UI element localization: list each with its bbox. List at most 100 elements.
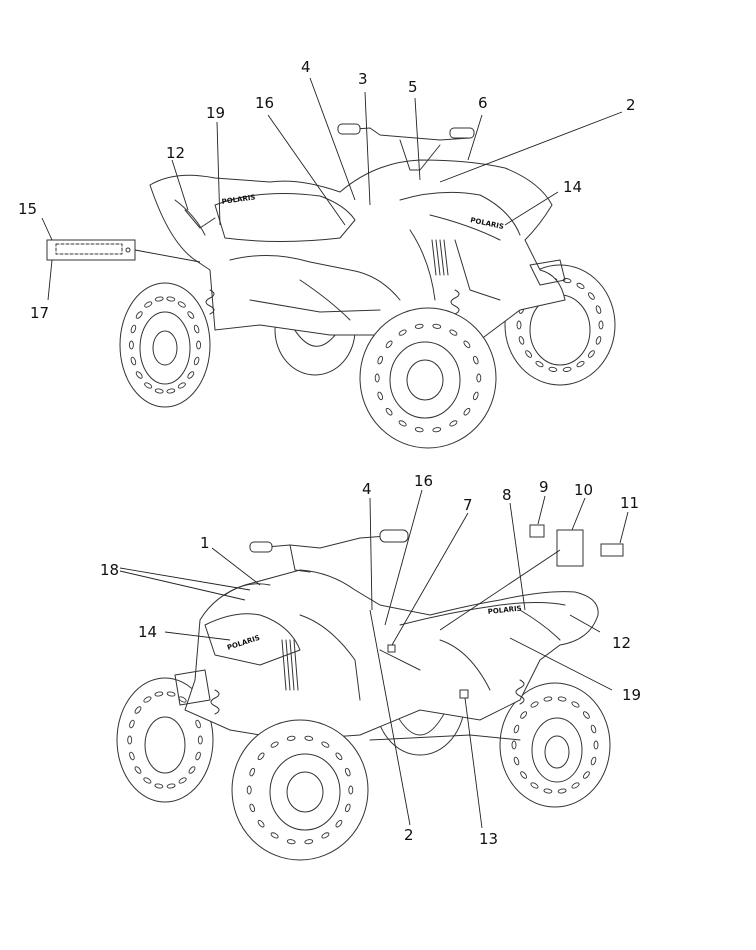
tire-tread-mark [135, 371, 143, 379]
engine-fins [431, 239, 449, 276]
callout-13-bottom: 13 [479, 830, 498, 848]
tire-tread-mark [598, 320, 604, 330]
tire-tread-mark [129, 751, 135, 761]
tire-tread-mark [398, 420, 407, 427]
atv-top-view: POLARIS POLARIS [46, 123, 616, 449]
callout-12-bottom: 12 [612, 634, 631, 652]
rear-left-wheel [119, 282, 211, 408]
callout-14-bottom: 14 [138, 623, 157, 641]
tire-tread-mark [134, 706, 142, 714]
tire-tread-mark [195, 719, 201, 729]
decal-plate-15 [46, 239, 201, 263]
callout-4-top: 4 [301, 58, 311, 76]
tire-tread-mark [154, 388, 164, 394]
tire-tread-mark [414, 427, 424, 433]
tire-tread-mark [571, 782, 580, 789]
tire-tread-mark [246, 785, 252, 795]
callout-16-bottom: 16 [414, 472, 433, 490]
leader-lines [119, 77, 629, 829]
tire-tread-mark [562, 366, 572, 372]
tire-tread-mark [590, 756, 597, 766]
tire-tread-mark [143, 777, 152, 784]
tire-tread-mark [197, 735, 203, 745]
callout-16-top: 16 [255, 94, 274, 112]
callout-5-top: 5 [408, 78, 418, 96]
tire-tread-mark [286, 735, 296, 741]
callout-19-bottom: 19 [622, 686, 641, 704]
rear-wheel-right [499, 682, 611, 808]
tire-tread-mark [134, 766, 142, 774]
callout-2-bottom: 2 [404, 826, 414, 844]
tire-tread-mark [463, 340, 471, 349]
tire-tread-mark [543, 696, 553, 702]
tire-tread-mark [144, 382, 153, 389]
tire-tread-mark [511, 740, 517, 750]
callout-12-top: 12 [166, 144, 185, 162]
tire-tread-mark [154, 296, 164, 302]
tire-tread-mark [377, 391, 383, 401]
decal-part-9 [529, 524, 545, 538]
tire-tread-mark [187, 371, 195, 379]
tire-tread-mark [195, 751, 201, 761]
tire-tread-mark [193, 356, 200, 366]
tire-tread-mark [166, 691, 176, 697]
decal-part-10 [556, 529, 584, 567]
tire-tread-mark [576, 361, 585, 368]
tire-tread-mark [513, 724, 520, 734]
tire-tread-mark [286, 839, 296, 845]
tire-tread-mark [571, 701, 580, 708]
callouts-bottom: 1 2 4 7 8 9 10 11 12 13 14 16 18 19 [100, 472, 641, 848]
tire-tread-mark [557, 788, 567, 794]
tire-tread-mark [513, 756, 520, 766]
tire-tread-mark [582, 711, 590, 719]
tire-tread-mark [196, 340, 202, 350]
tire-tread-mark [463, 407, 471, 416]
tire-tread-mark [516, 320, 522, 330]
tire-tread-mark [530, 701, 539, 708]
tire-tread-mark [535, 361, 544, 368]
engine-fins-bottom [281, 639, 299, 691]
tire-tread-mark [178, 777, 187, 784]
tire-tread-mark [143, 696, 152, 703]
tire-tread-mark [187, 311, 195, 319]
tire-tread-mark [321, 832, 330, 839]
callout-19-top: 19 [206, 104, 225, 122]
tire-tread-mark [525, 350, 533, 358]
tire-tread-mark [154, 783, 164, 789]
tire-tread-mark [321, 741, 330, 748]
callout-18-bottom: 18 [100, 561, 119, 579]
tire-tread-mark [595, 336, 602, 345]
tire-tread-mark [548, 366, 558, 372]
tire-tread-mark [130, 356, 137, 366]
polaris-logo-rear-bottom: POLARIS [487, 604, 522, 616]
decal-13-on-body [459, 689, 469, 699]
tire-tread-mark [543, 788, 553, 794]
tire-tread-mark [257, 819, 265, 828]
tire-tread-mark [587, 350, 595, 358]
tire-tread-mark [557, 696, 567, 702]
callout-4-bottom: 4 [362, 480, 372, 498]
tire-tread-mark [304, 839, 314, 845]
tire-tread-mark [130, 324, 137, 334]
tire-tread-mark [432, 323, 442, 329]
decal-part-11 [600, 543, 624, 557]
tire-tread-mark [518, 336, 525, 345]
tire-tread-mark [348, 785, 354, 795]
tire-tread-mark [154, 691, 164, 697]
front-wheel-left [231, 719, 369, 861]
callout-15-top: 15 [18, 200, 37, 218]
tire-tread-mark [188, 766, 196, 774]
tire-tread-mark [345, 767, 351, 777]
tire-tread-mark [177, 382, 186, 389]
tire-tread-mark [166, 783, 176, 789]
tire-tread-mark [166, 388, 176, 394]
callout-7-bottom: 7 [463, 496, 473, 514]
callout-14-top: 14 [563, 178, 582, 196]
tire-tread-mark [473, 355, 479, 365]
tire-tread-mark [129, 719, 135, 729]
tire-tread-mark [249, 803, 255, 813]
callout-10-bottom: 10 [574, 481, 593, 499]
tire-tread-mark [432, 427, 442, 433]
tire-tread-mark [270, 741, 279, 748]
